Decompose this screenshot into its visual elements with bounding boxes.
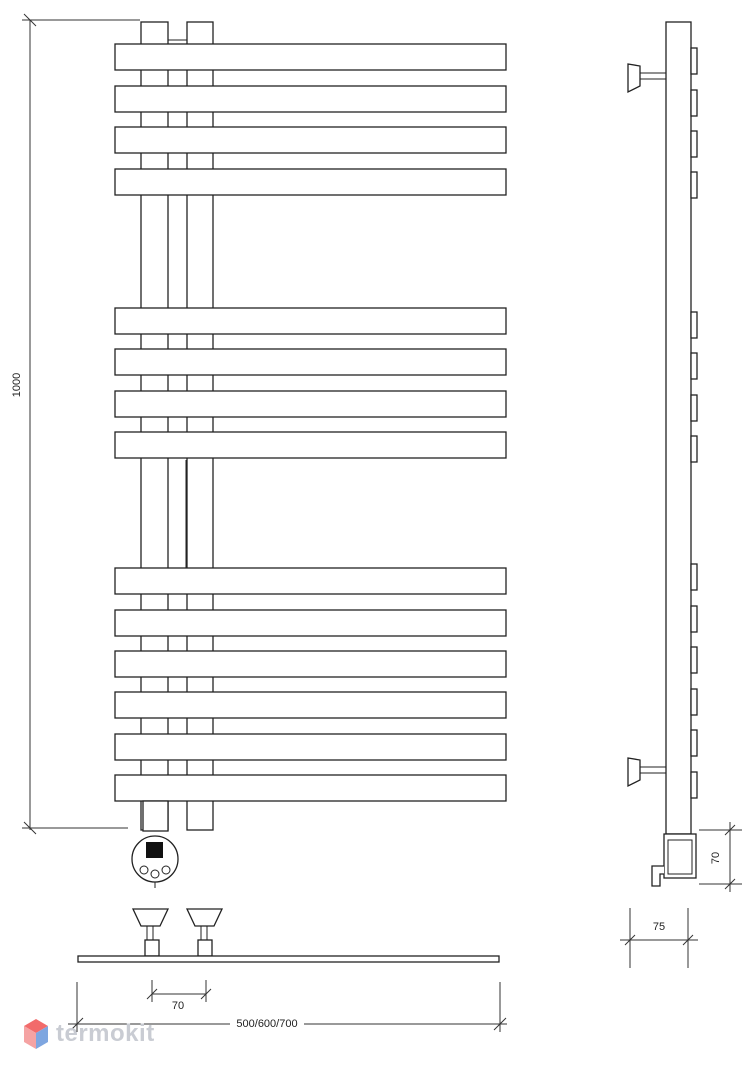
bar-end xyxy=(690,729,698,757)
wall-mount xyxy=(627,757,641,788)
dimension-tick xyxy=(23,821,37,835)
front-view: 1000 xyxy=(11,13,507,888)
towel-bar xyxy=(114,650,507,678)
valve-cap xyxy=(185,908,224,927)
dimension-tick xyxy=(724,878,736,890)
thermostat-button xyxy=(150,869,160,879)
side-column xyxy=(665,21,692,835)
towel-bar xyxy=(114,390,507,418)
towel-bar xyxy=(114,609,507,637)
towel-bar xyxy=(114,567,507,595)
label-mask xyxy=(230,1016,304,1030)
dimension-tick xyxy=(70,1017,84,1031)
bar-end xyxy=(690,771,698,799)
dimension-tick xyxy=(493,1017,507,1031)
towel-bar xyxy=(114,126,507,154)
base-plate xyxy=(77,955,500,963)
height-dimension-label: 1000 xyxy=(11,373,23,397)
dimension-tick xyxy=(682,934,694,946)
towel-bar xyxy=(114,691,507,719)
side-view: 70 75 xyxy=(620,21,742,968)
towel-bar xyxy=(114,431,507,459)
dimension-tick xyxy=(146,988,158,1000)
spacing-dimension-label: 70 xyxy=(172,1000,184,1012)
towel-bar xyxy=(114,774,507,802)
towel-bar xyxy=(114,348,507,376)
bottom-view: 70 500/600/700 xyxy=(68,908,507,1032)
bar-end xyxy=(690,563,698,591)
width-dimension-label: 500/600/700 xyxy=(236,1018,297,1030)
side-height-dimension-label: 70 xyxy=(710,852,722,864)
heater-neck xyxy=(142,800,169,832)
valve-cap xyxy=(131,908,170,927)
heater-box-inner xyxy=(667,839,693,875)
side-depth-dimension-label: 75 xyxy=(653,921,665,933)
towel-bar xyxy=(114,168,507,196)
dimension-tick xyxy=(624,934,636,946)
heater-box xyxy=(663,833,697,879)
cube-icon xyxy=(24,1019,48,1049)
logo-text: termokit xyxy=(56,1020,155,1047)
thermostat-button xyxy=(139,865,149,875)
bar-end xyxy=(690,394,698,422)
dimension-tick xyxy=(23,13,37,27)
dimension-tick xyxy=(724,824,736,836)
wall-mount xyxy=(627,63,641,94)
towel-bar xyxy=(114,85,507,113)
dimension-tick xyxy=(200,988,212,1000)
bar-end xyxy=(690,311,698,339)
thermostat-button xyxy=(161,865,171,875)
bar-end xyxy=(690,646,698,674)
termokit-logo: termokit xyxy=(22,1014,155,1054)
bar-end xyxy=(690,171,698,199)
bar-end xyxy=(690,130,698,158)
bar-end xyxy=(690,47,698,75)
towel-bar xyxy=(114,43,507,71)
thermostat-display xyxy=(146,842,163,858)
towel-bar xyxy=(114,733,507,761)
bar-end xyxy=(690,605,698,633)
towel-bar xyxy=(114,307,507,335)
valve-body xyxy=(144,939,160,957)
bar-end xyxy=(690,352,698,380)
bar-end xyxy=(690,435,698,463)
bar-end xyxy=(690,89,698,117)
heater-pipe xyxy=(651,865,664,887)
bar-end xyxy=(690,688,698,716)
valve-body xyxy=(197,939,213,957)
